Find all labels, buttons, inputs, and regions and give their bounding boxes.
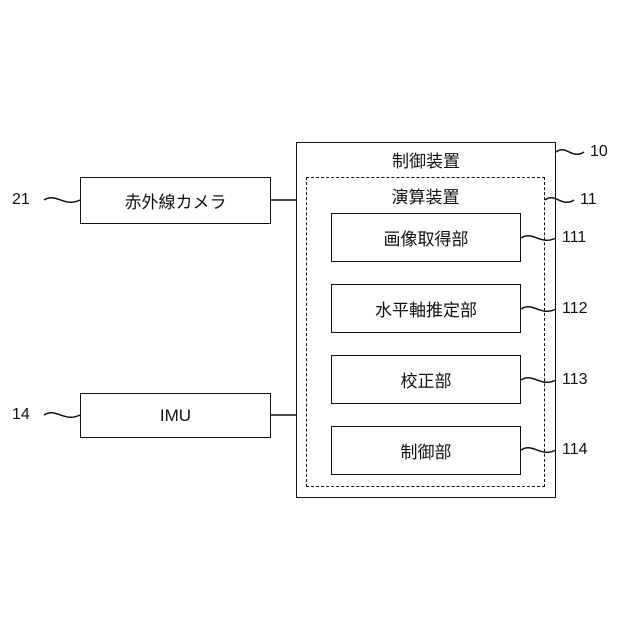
control-device-title: 制御装置 bbox=[296, 147, 556, 172]
calibration-unit: 校正部 bbox=[331, 355, 521, 404]
imu-box: IMU bbox=[80, 393, 271, 438]
compute-device-ref: 11 bbox=[580, 191, 597, 209]
horizontal-axis-estimation-unit: 水平軸推定部 bbox=[331, 284, 521, 333]
leader-14 bbox=[44, 413, 80, 418]
control-unit-ref: 114 bbox=[562, 441, 588, 459]
control-unit: 制御部 bbox=[331, 426, 521, 475]
calibration-ref: 113 bbox=[562, 371, 588, 389]
infrared-camera-box: 赤外線カメラ bbox=[80, 177, 271, 224]
leader-10 bbox=[556, 150, 584, 155]
infrared-camera-ref: 21 bbox=[12, 191, 30, 209]
image-acquisition-unit: 画像取得部 bbox=[331, 213, 521, 262]
horizontal-axis-estimation-ref: 112 bbox=[562, 300, 588, 318]
imu-ref: 14 bbox=[12, 406, 30, 424]
compute-device-title: 演算装置 bbox=[306, 183, 545, 208]
image-acquisition-ref: 111 bbox=[562, 229, 586, 247]
control-device-ref: 10 bbox=[590, 143, 608, 161]
leader-21 bbox=[44, 198, 80, 203]
